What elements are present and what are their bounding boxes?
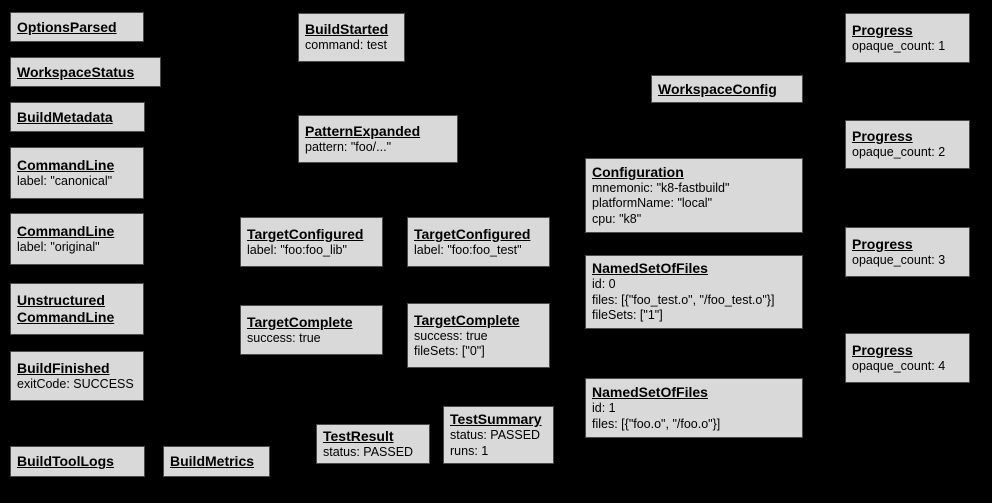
node-field: status: PASSED	[323, 444, 414, 459]
node-field: success: true	[247, 330, 321, 345]
node-field: runs: 1	[450, 443, 489, 458]
node-field: platformName: "local"	[592, 196, 713, 211]
node-title: WorkspaceConfig	[658, 80, 777, 97]
node-build-metadata: BuildMetadata	[10, 102, 145, 132]
node-title: Progress	[852, 235, 913, 252]
node-field: label: "original"	[17, 239, 100, 254]
node-field: opaque_count: 4	[852, 358, 946, 373]
node-workspace-config: WorkspaceConfig	[651, 75, 803, 103]
node-title: Configuration	[592, 163, 684, 180]
node-field: cpu: "k8"	[592, 211, 642, 226]
node-field: exitCode: SUCCESS	[17, 376, 134, 391]
node-title: NamedSetOfFiles	[592, 384, 708, 400]
node-title: BuildMetadata	[17, 108, 113, 125]
node-field: opaque_count: 2	[852, 145, 946, 160]
node-field: status: PASSED	[450, 428, 541, 442]
node-field: label: "foo:foo_test"	[414, 242, 522, 257]
node-title: Progress	[852, 341, 913, 358]
node-field: files: [{"foo.o", "/foo.o"}]	[592, 416, 721, 431]
node-title: CommandLine	[17, 222, 115, 239]
node-field: opaque_count: 1	[852, 38, 946, 53]
node-title: Unstructured	[17, 292, 105, 308]
node-title: CommandLine	[17, 156, 115, 173]
node-field: opaque_count: 3	[852, 252, 946, 267]
node-title: BuildMetrics	[170, 453, 255, 469]
node-title: Progress	[852, 128, 913, 145]
node-field: pattern: "foo/..."	[305, 139, 392, 154]
node-title: TargetConfigured	[414, 225, 531, 242]
node-field: id: 1	[592, 401, 616, 415]
node-title: BuildToolLogs	[17, 453, 114, 469]
node-title: TargetConfigured	[247, 225, 364, 242]
node-field: mnemonic: "k8-fastbuild"	[592, 180, 730, 195]
node-title: TestResult	[323, 427, 394, 444]
node-field: files: [{"foo_test.o", "/foo_test.o"}]	[592, 292, 775, 307]
node-title: TestSummary	[450, 411, 542, 427]
node-field: label: "canonical"	[17, 173, 113, 188]
node-field: label: "foo:foo_lib"	[247, 242, 347, 257]
node-build-tool-logs: BuildToolLogs	[10, 446, 145, 477]
node-title: Progress	[852, 21, 913, 38]
node-title: PatternExpanded	[305, 122, 421, 139]
node-title: NamedSetOfFiles	[592, 260, 708, 277]
node-field: success: true	[414, 328, 488, 343]
node-field: fileSets: ["1"]	[592, 308, 663, 323]
node-title: OptionsParsed	[17, 18, 117, 35]
node-options-parsed: OptionsParsed	[10, 12, 144, 42]
node-field: command: test	[305, 38, 387, 53]
node-build-metrics: BuildMetrics	[163, 446, 270, 477]
node-field: id: 0	[592, 277, 616, 292]
node-title: TargetComplete	[247, 313, 353, 330]
node-workspace-status: WorkspaceStatus	[10, 57, 161, 87]
node-title: BuildStarted	[305, 21, 389, 38]
node-title: CommandLine	[17, 309, 115, 325]
node-title: WorkspaceStatus	[17, 63, 135, 80]
node-title: BuildFinished	[17, 359, 110, 376]
node-field: fileSets: ["0"]	[414, 344, 485, 358]
node-title: TargetComplete	[414, 311, 520, 328]
